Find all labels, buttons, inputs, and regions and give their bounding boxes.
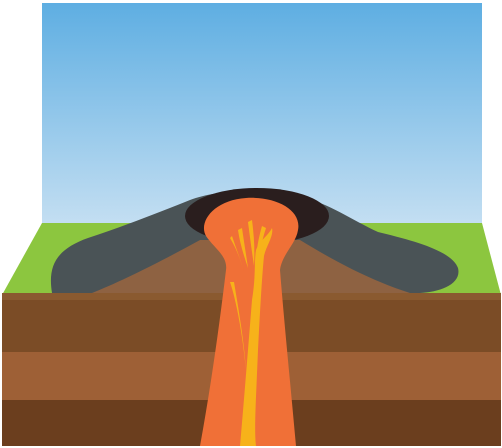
volcano-diagram — [0, 0, 502, 448]
volcano-cross-section — [0, 0, 502, 448]
